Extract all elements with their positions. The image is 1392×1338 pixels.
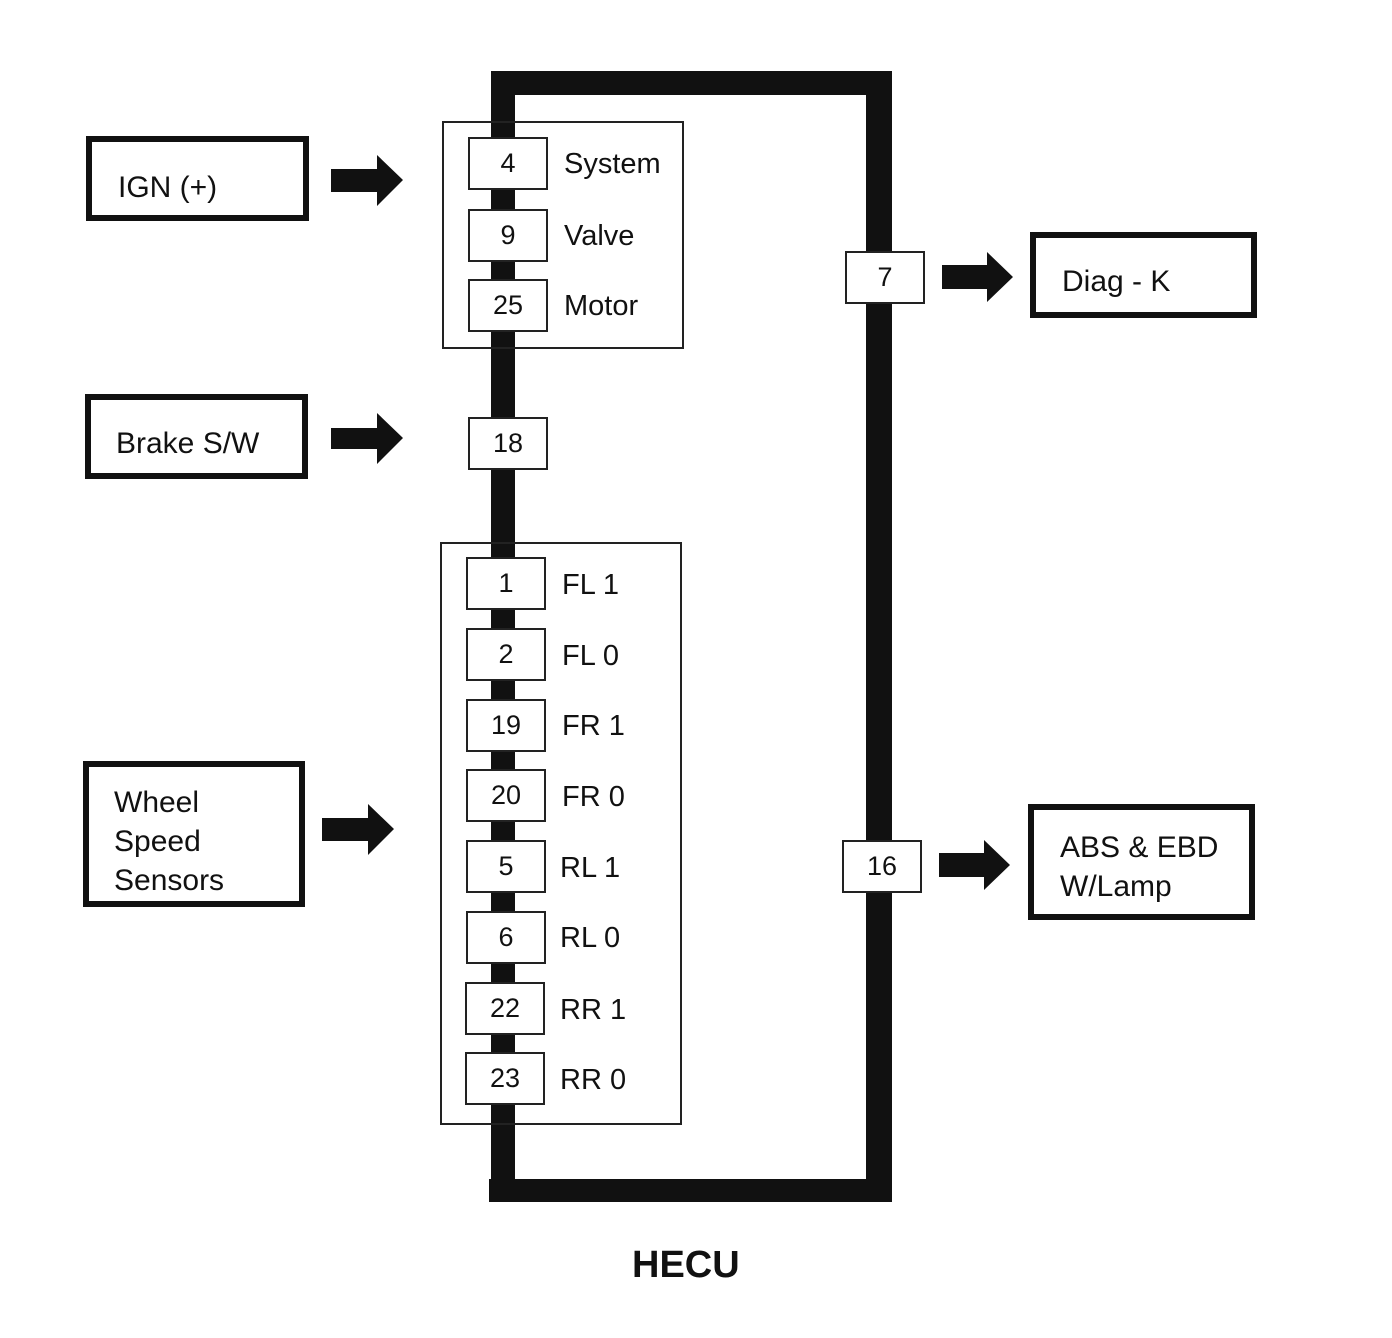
brake-switch-label: Brake S/W (116, 427, 260, 460)
diag-k-label: Diag - K (1062, 265, 1171, 298)
pin-label-fr0: FR 0 (562, 781, 625, 813)
pin-label-fr1: FR 1 (562, 710, 625, 742)
wheel-speed-label-line1: Wheel (114, 786, 200, 819)
pin-2: 2 (466, 628, 546, 681)
pin-label-valve: Valve (564, 220, 635, 252)
arrow-pin-7-to-diag (942, 252, 1013, 302)
pin-16: 16 (842, 840, 922, 893)
pin-5: 5 (466, 840, 546, 893)
pin-label-motor: Motor (564, 290, 639, 322)
hecu-loop-bottom (489, 1179, 892, 1202)
arrow-brake-to-pin-18 (331, 413, 403, 464)
pin-label-rl1: RL 1 (560, 852, 621, 884)
wheel-speed-sensors-box: Wheel Speed Sensors (83, 761, 305, 907)
pin-4: 4 (468, 137, 548, 190)
ign-input-box: IGN (+) (86, 136, 309, 221)
abs-ebd-label-line2: W/Lamp (1060, 870, 1172, 903)
arrow-ign-to-power-pins (331, 155, 403, 206)
pin-19: 19 (466, 699, 546, 752)
pin-label-system: System (564, 148, 661, 180)
diag-k-box: Diag - K (1030, 232, 1257, 318)
power-pin-group (442, 121, 684, 349)
pin-label-rr1: RR 1 (560, 994, 627, 1026)
pin-25: 25 (468, 279, 548, 332)
arrow-pin-16-to-abs-lamp (939, 840, 1010, 890)
pin-20: 20 (466, 769, 546, 822)
diagram-title: HECU (632, 1244, 740, 1286)
sensor-pin-group (440, 542, 682, 1125)
wheel-speed-label-line2: Speed (114, 825, 201, 858)
pin-22: 22 (465, 982, 545, 1035)
hecu-loop-top (491, 71, 892, 95)
ign-label: IGN (+) (118, 171, 218, 204)
abs-ebd-lamp-box: ABS & EBD W/Lamp (1028, 804, 1255, 920)
pin-23: 23 (465, 1052, 545, 1105)
pin-6: 6 (466, 911, 546, 964)
pin-label-fl1: FL 1 (562, 569, 619, 601)
pin-7: 7 (845, 251, 925, 304)
pin-label-rr0: RR 0 (560, 1064, 627, 1096)
pin-18: 18 (468, 417, 548, 470)
abs-ebd-label-line1: ABS & EBD (1060, 831, 1219, 864)
wheel-speed-label-line3: Sensors (114, 864, 225, 897)
pin-label-fl0: FL 0 (562, 640, 619, 672)
pin-label-rl0: RL 0 (560, 922, 621, 954)
pin-1: 1 (466, 557, 546, 610)
arrow-wheel-to-sensor-pins (322, 804, 394, 855)
brake-switch-box: Brake S/W (85, 394, 308, 479)
pin-9: 9 (468, 209, 548, 262)
